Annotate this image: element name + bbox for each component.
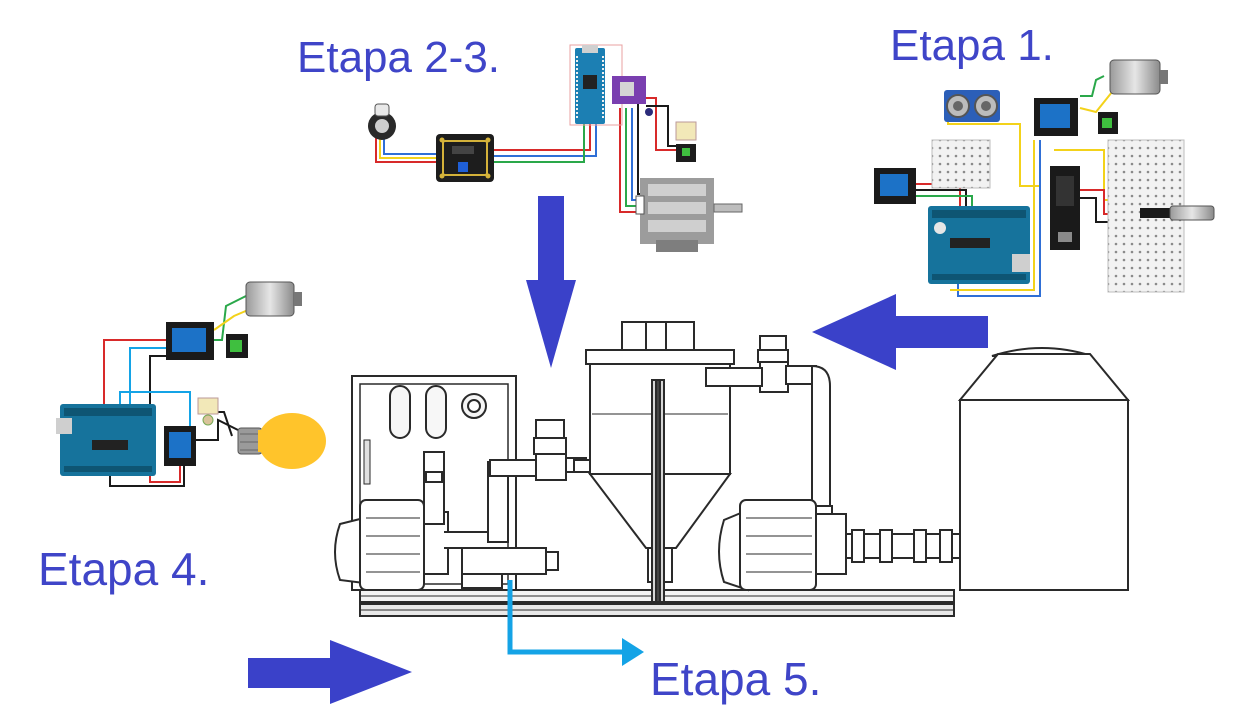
esp-module-icon xyxy=(1050,166,1080,250)
light-bulb-icon xyxy=(237,413,326,469)
relay-module-icon xyxy=(164,426,196,466)
dc-motor-icon xyxy=(226,281,302,358)
pump-motor-icon xyxy=(718,499,967,592)
valve-icon xyxy=(533,419,593,481)
arduino-nano-icon xyxy=(569,44,623,126)
circuit-stage-4 xyxy=(56,281,326,487)
arduino-uno-icon xyxy=(928,206,1030,284)
valve-icon xyxy=(705,335,817,393)
outlet-line xyxy=(507,580,628,655)
power-supply-icon xyxy=(675,121,697,162)
circuit-stage-1 xyxy=(874,59,1215,297)
hopper-tank-icon xyxy=(585,321,735,603)
label-stage-2-3: Etapa 2-3. xyxy=(297,33,501,82)
process-machine xyxy=(334,321,1131,617)
label-stage-1: Etapa 1. xyxy=(890,21,1054,70)
ldr-sensor-icon xyxy=(197,397,219,426)
relay-module-icon xyxy=(166,322,214,360)
sensor-module-icon xyxy=(436,134,494,182)
relay-module-icon xyxy=(1034,98,1078,136)
breadboard-icon xyxy=(931,139,991,189)
ultrasonic-sensor-icon xyxy=(944,90,1000,122)
temperature-probe-icon xyxy=(1140,205,1215,221)
arrow-left-icon xyxy=(812,294,988,370)
label-stage-5: Etapa 5. xyxy=(650,653,822,705)
stepper-motor-icon xyxy=(635,178,743,252)
pipe-system-left xyxy=(423,451,559,589)
stepper-driver-icon xyxy=(612,76,653,116)
label-stage-4: Etapa 4. xyxy=(38,543,210,595)
outlet-arrow-icon xyxy=(622,638,644,666)
arrow-right-icon xyxy=(248,640,412,704)
relay-module-icon xyxy=(874,168,916,204)
arduino-uno-icon xyxy=(56,404,156,476)
arrow-down-icon xyxy=(526,196,576,368)
potentiometer-icon xyxy=(368,103,396,140)
circuit-stage-2-3 xyxy=(368,44,743,252)
flow-arrows xyxy=(248,196,988,704)
dc-motor-icon xyxy=(1098,59,1168,134)
water-tank-icon xyxy=(957,347,1131,591)
